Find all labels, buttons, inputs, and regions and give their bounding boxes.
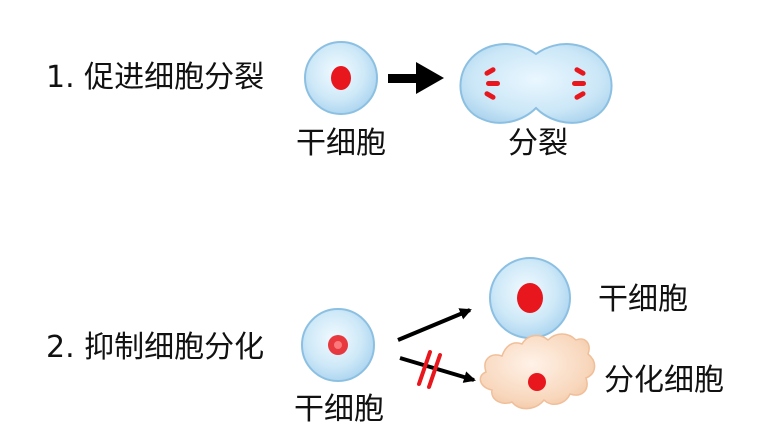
differentiated-cell-label: 分化细胞 bbox=[604, 363, 724, 398]
arrow-to-stem-cell bbox=[397, 308, 472, 342]
section1-title: 1. 促进细胞分裂 bbox=[46, 60, 265, 95]
block-mark-icon bbox=[417, 350, 442, 389]
nucleus-icon bbox=[528, 373, 546, 391]
section1-stem-cell bbox=[304, 41, 378, 115]
result-stem-cell-label: 干细胞 bbox=[598, 282, 688, 317]
nucleus-icon bbox=[517, 283, 543, 313]
result-stem-cell bbox=[489, 257, 571, 339]
dividing-cell bbox=[459, 43, 613, 124]
nucleus-icon bbox=[331, 66, 351, 90]
differentiated-cell bbox=[479, 333, 596, 410]
chromosome-group-right bbox=[572, 67, 586, 100]
section2-stem-cell-label: 干细胞 bbox=[294, 392, 384, 427]
chromosome-group-left bbox=[484, 67, 500, 100]
division-label: 分裂 bbox=[508, 126, 568, 161]
section2-stem-cell bbox=[301, 308, 375, 382]
section1-stem-cell-label: 干细胞 bbox=[296, 126, 386, 161]
section1-arrow bbox=[388, 62, 444, 94]
section2-title: 2. 抑制细胞分化 bbox=[46, 330, 265, 365]
